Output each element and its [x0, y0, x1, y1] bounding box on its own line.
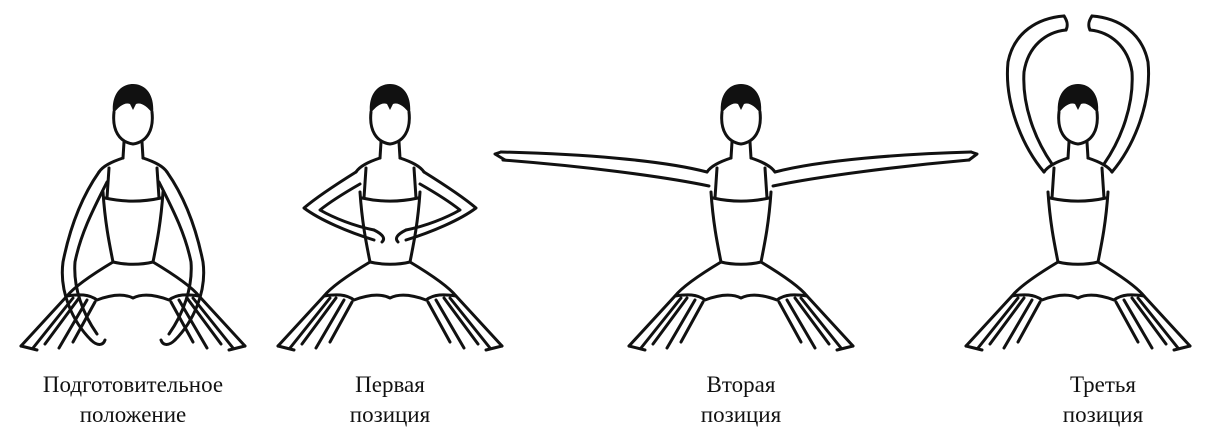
- dancer-second-position-figure: [495, 84, 977, 350]
- dancer-preparatory-figure: [21, 84, 245, 350]
- caption-third-position: Третья позиция: [1063, 370, 1143, 430]
- caption-line1: Первая: [350, 370, 430, 400]
- dancer-third-position-figure: [966, 16, 1190, 350]
- caption-line1: Вторая: [701, 370, 781, 400]
- caption-first-position: Первая позиция: [350, 370, 430, 430]
- caption-line1: Третья: [1063, 370, 1143, 400]
- caption-second-position: Вторая позиция: [701, 370, 781, 430]
- caption-line1: Подготовительное: [43, 370, 223, 400]
- caption-preparatory-position: Подготовительное положение: [43, 370, 223, 430]
- dancer-first-position-figure: [278, 84, 502, 350]
